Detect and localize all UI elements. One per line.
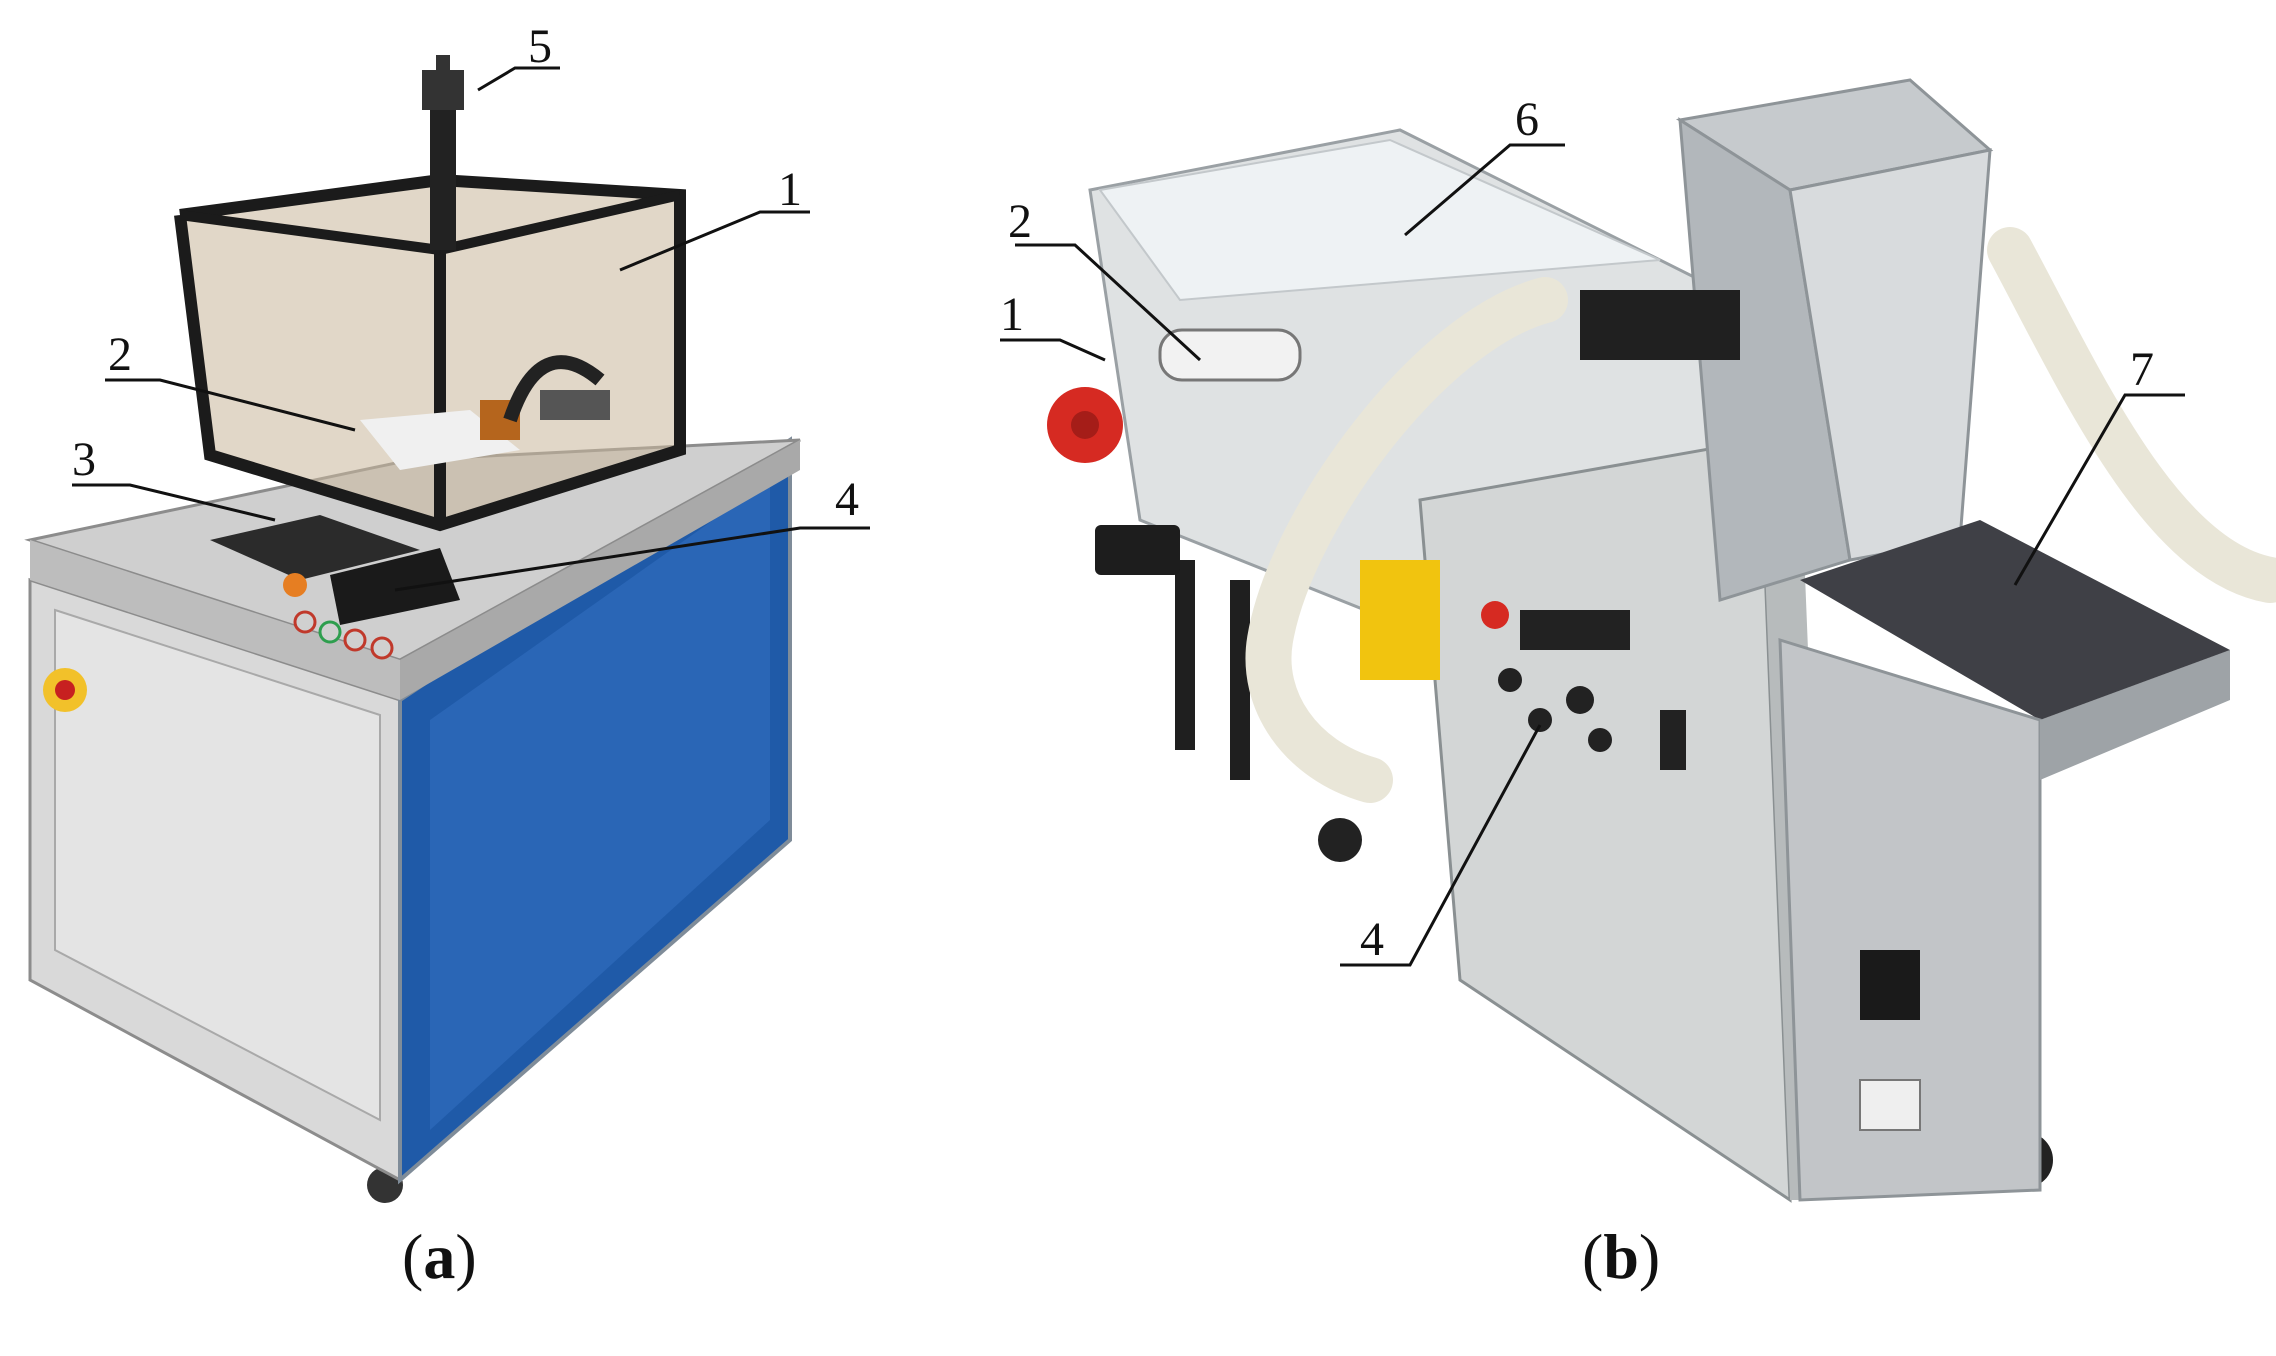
leader-lines-a: [72, 66, 870, 592]
callout-b-1: 1: [1000, 288, 1024, 341]
callout-a-2: 2: [108, 328, 132, 381]
machine-b: [1047, 78, 2276, 1203]
callout-b-4: 4: [1360, 913, 1384, 966]
callout-b-7: 7: [2130, 343, 2154, 396]
callout-b-2: 2: [1008, 195, 1032, 248]
callout-a-5: 5: [528, 20, 552, 73]
callout-a-3: 3: [72, 433, 96, 486]
panel-caption-b: (b): [1582, 1221, 1661, 1292]
callout-b-6: 6: [1515, 93, 1539, 146]
callout-a-1: 1: [778, 163, 802, 216]
leader-lines-b: [1000, 143, 2185, 967]
callout-a-4: 4: [835, 473, 859, 526]
panel-caption-a: (a): [402, 1221, 477, 1292]
machine-a: [24, 55, 801, 1203]
